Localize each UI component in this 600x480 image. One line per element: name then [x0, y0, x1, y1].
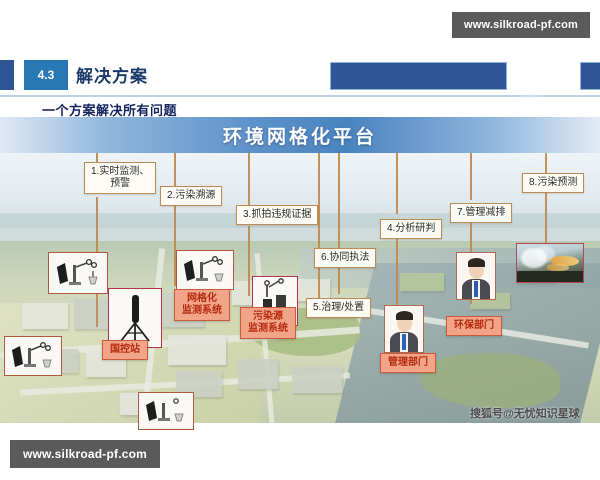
connector-line-3: [248, 153, 250, 208]
header-decor-bar-right: [580, 62, 600, 90]
photo-building: [238, 359, 278, 389]
header-left-accent-bar: [0, 60, 14, 90]
callout-1: 1.实时监测、 预警: [84, 162, 157, 194]
weather-sensor-icon: [48, 252, 108, 294]
connector-line-8b: [545, 191, 547, 243]
callout-8: 8.污染预测: [522, 173, 585, 193]
system-label-management-department: 管理部门: [380, 353, 436, 373]
photo-building: [400, 273, 444, 291]
section-number-badge: 4.3: [24, 60, 68, 90]
page-subtitle: 一个方案解决所有问题: [42, 103, 178, 118]
callout-5: 5.治理/处置: [306, 298, 372, 318]
system-label-environmental-department: 环保部门: [446, 316, 502, 336]
system-label-grid-monitoring-line2: 监测系统: [182, 305, 222, 316]
callout-6: 6.协同执法: [314, 248, 377, 268]
connector-line-2: [174, 153, 176, 188]
photo-building: [22, 303, 68, 329]
platform-banner: [0, 117, 600, 153]
callout-3: 3.抓拍违规证据: [236, 205, 319, 225]
platform-banner-title: 环境网格化平台: [222, 126, 377, 148]
photo-building: [168, 335, 226, 365]
connector-line-7: [470, 153, 472, 200]
header-divider: [0, 95, 600, 97]
weather-sensor-icon-3: [138, 392, 194, 430]
national-station-tower-icon: [108, 288, 162, 348]
header-decor-bar-middle: [330, 62, 507, 90]
connector-line-2b: [174, 206, 176, 286]
connector-line-4: [396, 153, 398, 214]
callout-2: 2.污染溯源: [160, 186, 223, 206]
connector-line-4b: [396, 232, 398, 332]
grid-sensor-icon: [176, 250, 234, 290]
page-title: 解决方案: [76, 67, 148, 86]
photo-building: [74, 299, 108, 329]
photo-park-b: [420, 353, 560, 408]
avatar-environmental-officer: [456, 252, 496, 300]
system-label-national-station: 国控站: [102, 340, 148, 360]
system-label-grid-monitoring: 网格化 监测系统: [174, 289, 230, 321]
connector-line-6: [338, 153, 340, 294]
connector-line-3b: [248, 226, 250, 296]
photo-building: [292, 367, 342, 393]
watermark-top: www.silkroad-pf.com: [452, 12, 590, 38]
system-label-pollution-source-line2: 监测系统: [248, 323, 288, 334]
connector-line-5: [318, 153, 320, 298]
system-label-pollution-source-line1: 污染源: [253, 311, 283, 322]
pollution-photo-thumbnail: [516, 243, 584, 283]
system-label-pollution-source: 污染源 监测系统: [240, 307, 296, 339]
system-label-grid-monitoring-line1: 网格化: [187, 293, 217, 304]
callout-7: 7.管理减排: [450, 203, 513, 223]
avatar-management-officer: [384, 305, 424, 353]
weather-sensor-icon-2: [4, 336, 62, 376]
callout-4: 4.分析研判: [380, 219, 443, 239]
callout-1-line1: 1.实时监测、: [91, 166, 150, 177]
watermark-bottom: www.silkroad-pf.com: [10, 440, 160, 468]
callout-1-line2: 预警: [110, 178, 131, 189]
watermark-sohu: 搜狐号@无忧知识星球: [470, 408, 580, 420]
